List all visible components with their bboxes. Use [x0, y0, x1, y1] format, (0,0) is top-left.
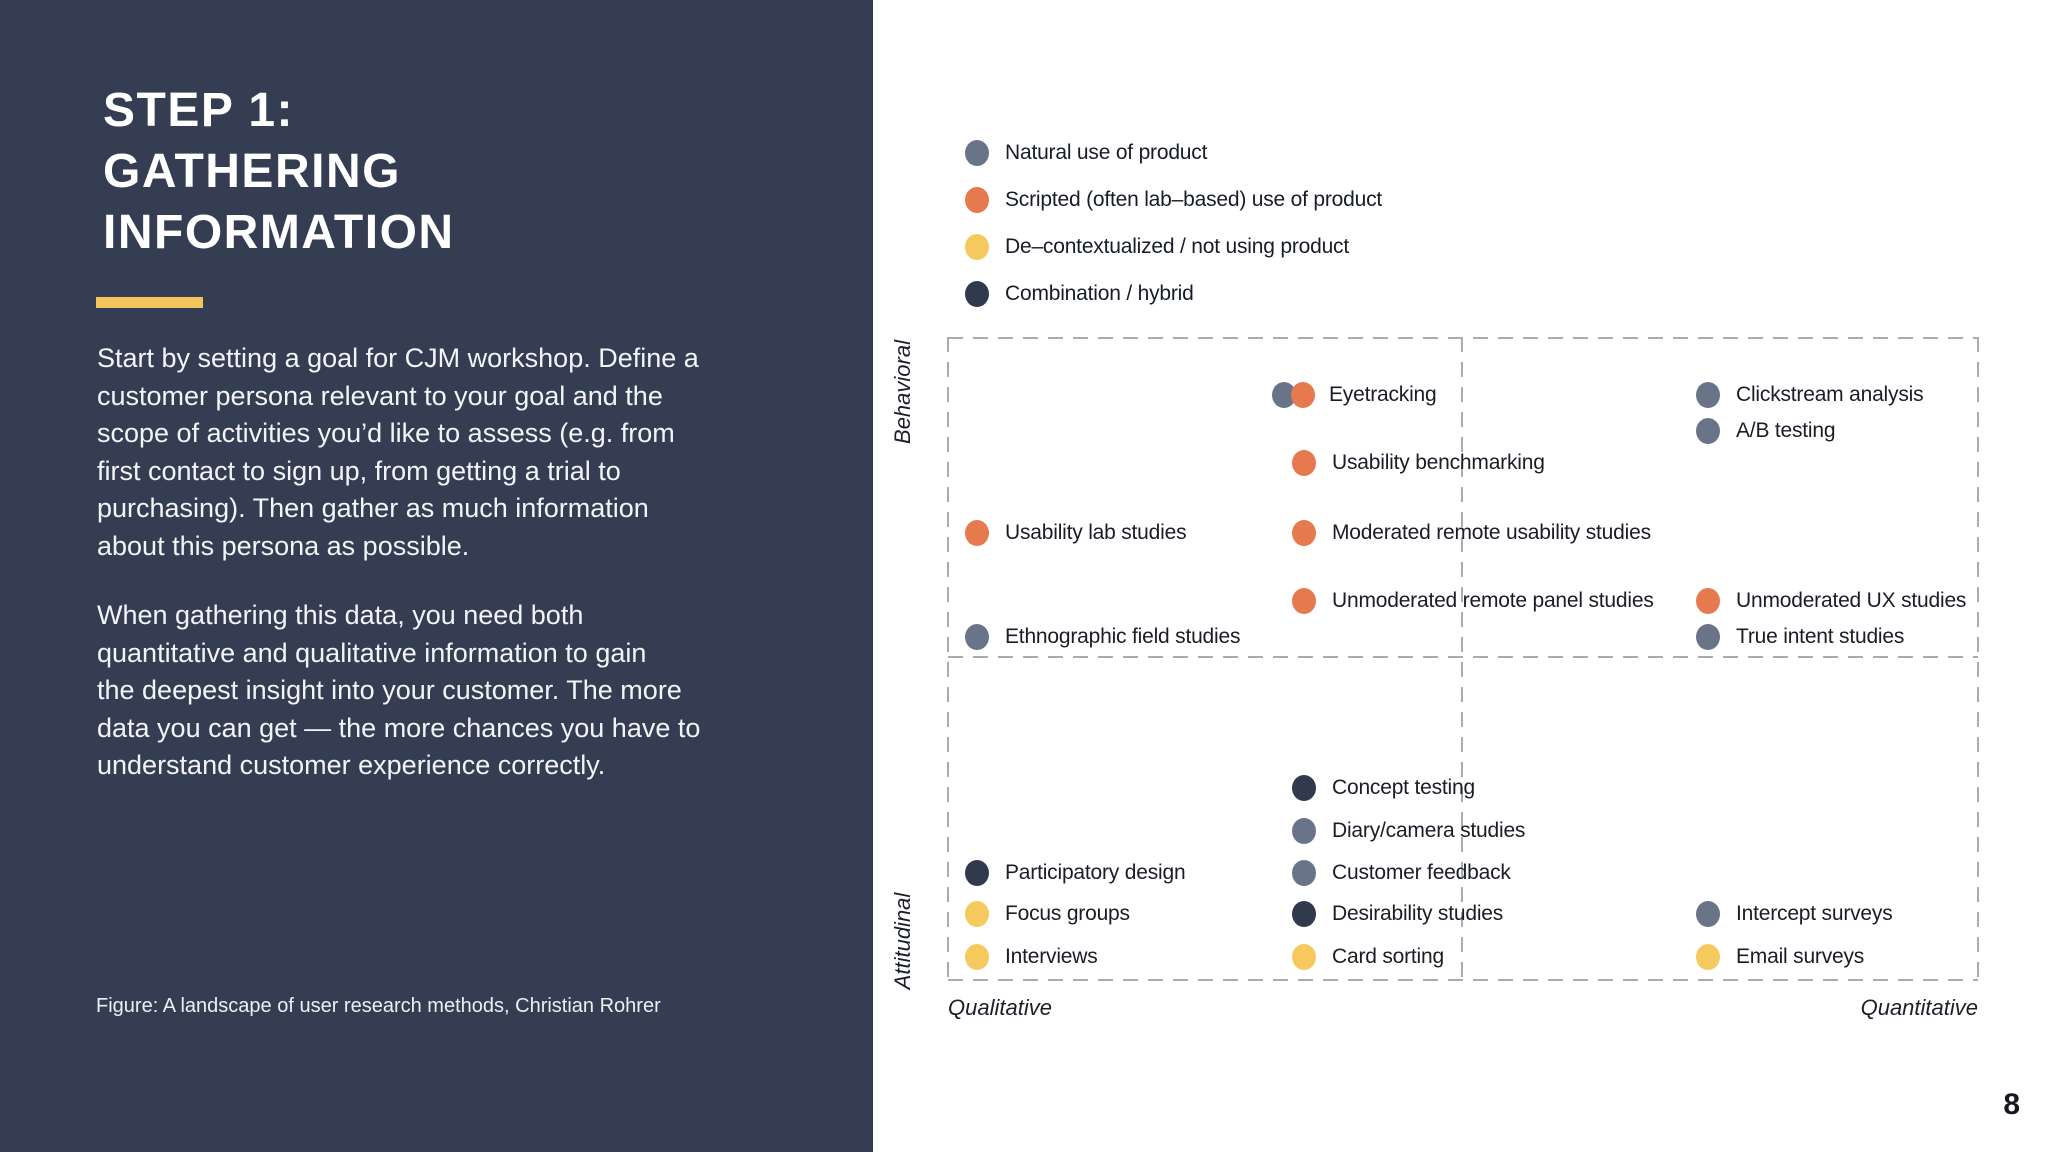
quadrant-border-left — [947, 337, 949, 981]
method-desirability-studies: Desirability studies — [1292, 900, 1503, 927]
decontextualized-dot-icon — [965, 943, 989, 970]
hybrid-dot-icon — [965, 859, 989, 886]
gathering-paragraph: When gathering this data, you need both … — [97, 600, 701, 780]
hybrid-dot-icon — [965, 281, 989, 307]
y-axis-label-behavioral: Behavioral — [890, 340, 915, 444]
scripted-use-dot-icon — [1292, 587, 1316, 614]
method-email-surveys: Email surveys — [1696, 943, 1864, 970]
scripted-use-dot-icon — [965, 187, 989, 213]
method-usability-lab-studies: Usability lab studies — [965, 519, 1187, 546]
accent-bar — [96, 297, 203, 308]
decontextualized-dot-icon — [965, 900, 989, 927]
method-interviews: Interviews — [965, 943, 1098, 970]
decontextualized-dot-icon — [1292, 943, 1316, 970]
decontextualized-dot-icon — [1696, 943, 1720, 970]
natural-use-dot-icon — [1696, 381, 1720, 408]
natural-use-dot-icon — [965, 140, 989, 166]
method-participatory-design: Participatory design — [965, 859, 1186, 886]
left-text-panel: STEP 1: GATHERING INFORMATION Start by s… — [0, 0, 873, 1152]
method-ab-testing: A/B testing — [1696, 417, 1836, 444]
x-axis-label-quantitative: Quantitative — [1860, 995, 1978, 1020]
legend-item-decontextualized: De–contextualized / not using product — [965, 234, 1382, 260]
scripted-use-dot-icon — [1292, 519, 1316, 546]
quadrant-border-right — [1977, 337, 1979, 981]
method-ethnographic-field-studies: Ethnographic field studies — [965, 623, 1240, 650]
natural-use-dot-icon — [1292, 817, 1316, 844]
hybrid-dot-icon — [1292, 774, 1316, 801]
method-concept-testing: Concept testing — [1292, 774, 1475, 801]
method-customer-feedback: Customer feedback — [1292, 859, 1511, 886]
natural-use-dot-icon — [1696, 417, 1720, 444]
scripted-use-dot-icon — [1696, 587, 1720, 614]
natural-use-dot-icon — [965, 623, 989, 650]
legend-item-natural: Natural use of product — [965, 140, 1382, 166]
quadrant-border-top — [948, 337, 1978, 339]
figure-caption: Figure: A landscape of user research met… — [96, 995, 661, 1017]
method-true-intent-studies: True intent studies — [1696, 623, 1904, 650]
scripted-use-dot-icon — [1292, 449, 1316, 476]
natural-use-dot-icon — [1292, 859, 1316, 886]
decontextualized-dot-icon — [965, 234, 989, 260]
quadrant-divider-horizontal — [948, 656, 1978, 658]
method-clickstream-analysis: Clickstream analysis — [1696, 381, 1924, 408]
scripted-use-dot-icon — [1291, 381, 1315, 408]
method-unmoderated-ux-studies: Unmoderated UX studies — [1696, 587, 1966, 614]
page-number: 8 — [2003, 1088, 2020, 1121]
quadrant-divider-vertical — [1461, 337, 1463, 981]
method-intercept-surveys: Intercept surveys — [1696, 900, 1893, 927]
method-eyetracking: Eyetracking — [1272, 381, 1437, 408]
hybrid-dot-icon — [1292, 900, 1316, 927]
y-axis-label-attitudinal: Attitudinal — [890, 892, 915, 990]
method-usability-benchmarking: Usability benchmarking — [1292, 449, 1545, 476]
method-unmoderated-remote-panel-studies: Unmoderated remote panel studies — [1292, 587, 1654, 614]
x-axis-label-qualitative: Qualitative — [948, 995, 1052, 1020]
quadrant-border-bottom — [948, 979, 1978, 981]
scripted-use-dot-icon — [965, 519, 989, 546]
method-focus-groups: Focus groups — [965, 900, 1130, 927]
intro-paragraph: Start by setting a goal for CJM workshop… — [97, 343, 699, 561]
figure-legend: Natural use of product Scripted (often l… — [965, 140, 1382, 328]
method-moderated-remote-usability-studies: Moderated remote usability studies — [1292, 519, 1651, 546]
method-card-sorting: Card sorting — [1292, 943, 1444, 970]
method-diary-camera-studies: Diary/camera studies — [1292, 817, 1525, 844]
slide-title: STEP 1: GATHERING INFORMATION — [103, 84, 455, 259]
legend-item-hybrid: Combination / hybrid — [965, 281, 1382, 307]
natural-use-dot-icon — [1696, 900, 1720, 927]
legend-item-scripted: Scripted (often lab–based) use of produc… — [965, 187, 1382, 213]
natural-use-dot-icon — [1696, 623, 1720, 650]
